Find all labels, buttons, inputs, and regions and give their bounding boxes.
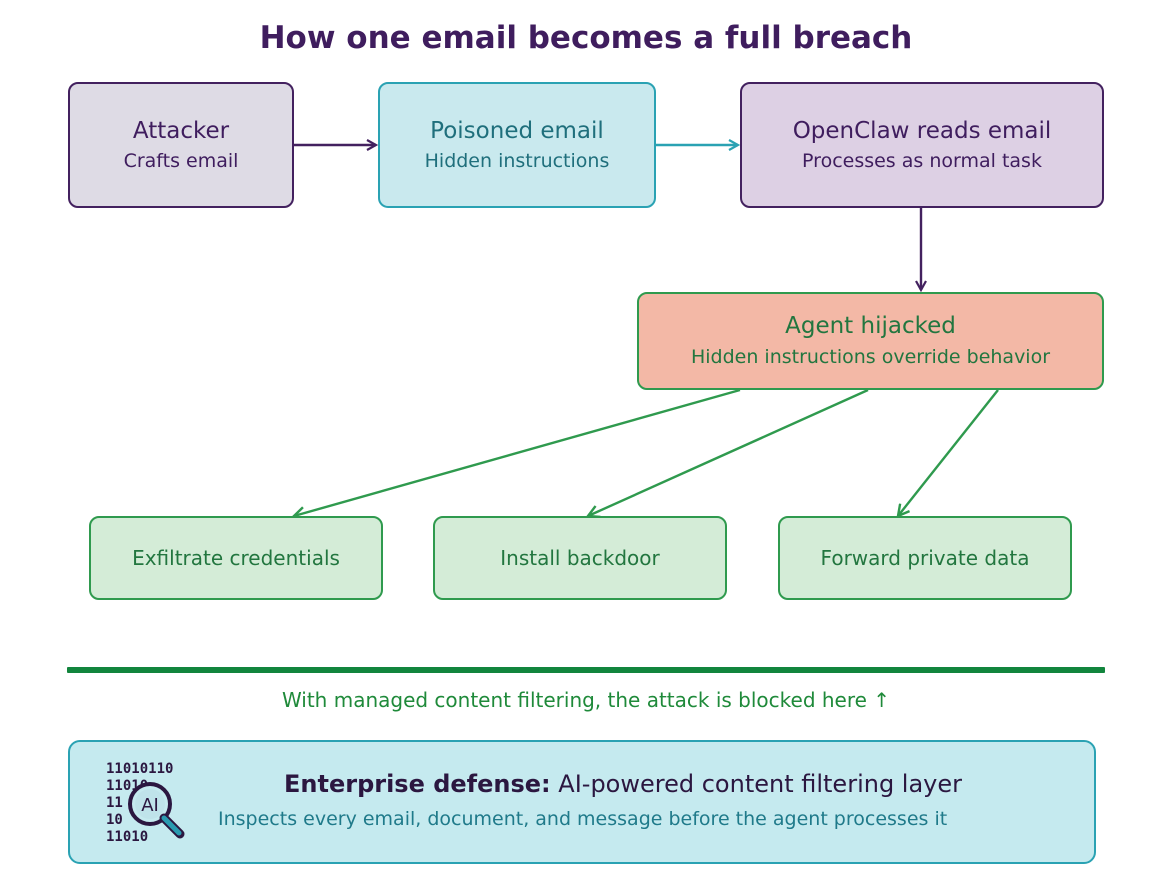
arrow-hijacked-to-forward — [898, 389, 999, 516]
defense-text: Enterprise defense: AI-powered content f… — [218, 770, 1078, 830]
node-install-backdoor: Install backdoor — [433, 516, 727, 600]
node-forward-private-data: Forward private data — [778, 516, 1072, 600]
binary-text: 10 — [106, 812, 123, 828]
filter-divider — [67, 667, 1105, 673]
node-hijacked-title: Agent hijacked — [785, 313, 956, 339]
node-openclaw-subtitle: Processes as normal task — [802, 150, 1042, 172]
page-title: How one email becomes a full breach — [259, 20, 913, 56]
node-agent-hijacked: Agent hijacked Hidden instructions overr… — [637, 292, 1104, 390]
outcome-label: Forward private data — [820, 546, 1030, 570]
ai-binary-magnifier-icon: 11010110 11010 11 10 11010 AI — [106, 761, 185, 845]
defense-title-rest: AI-powered content filtering layer — [550, 770, 963, 798]
arrow-hijacked-to-backdoor — [588, 388, 869, 516]
arrow-hijacked-to-credentials — [294, 388, 741, 516]
defense-subtitle: Inspects every email, document, and mess… — [218, 808, 948, 830]
ai-label: AI — [141, 795, 159, 816]
binary-text: 11 — [106, 795, 123, 811]
outcome-label: Exfiltrate credentials — [132, 546, 340, 570]
node-poisoned-subtitle: Hidden instructions — [424, 150, 610, 172]
node-openclaw-title: OpenClaw reads email — [792, 118, 1052, 144]
defense-title-bold: Enterprise defense: — [284, 770, 551, 798]
node-exfiltrate-credentials: Exfiltrate credentials — [89, 516, 383, 600]
blocked-note: With managed content filtering, the atta… — [281, 688, 891, 712]
node-attacker-title: Attacker — [132, 118, 230, 144]
binary-text: 11010110 — [106, 761, 173, 777]
node-attacker-subtitle: Crafts email — [123, 150, 239, 172]
outcome-label: Install backdoor — [500, 546, 660, 570]
defense-panel: 11010110 11010 11 10 11010 AI Enterprise… — [68, 740, 1096, 864]
node-openclaw: OpenClaw reads email Processes as normal… — [740, 82, 1104, 208]
node-attacker: Attacker Crafts email — [68, 82, 294, 208]
node-poisoned-title: Poisoned email — [430, 118, 604, 144]
defense-title: Enterprise defense: AI-powered content f… — [218, 770, 1078, 798]
binary-text: 11010 — [106, 829, 148, 845]
node-hijacked-subtitle: Hidden instructions override behavior — [690, 346, 1051, 368]
node-poisoned-email: Poisoned email Hidden instructions — [378, 82, 656, 208]
